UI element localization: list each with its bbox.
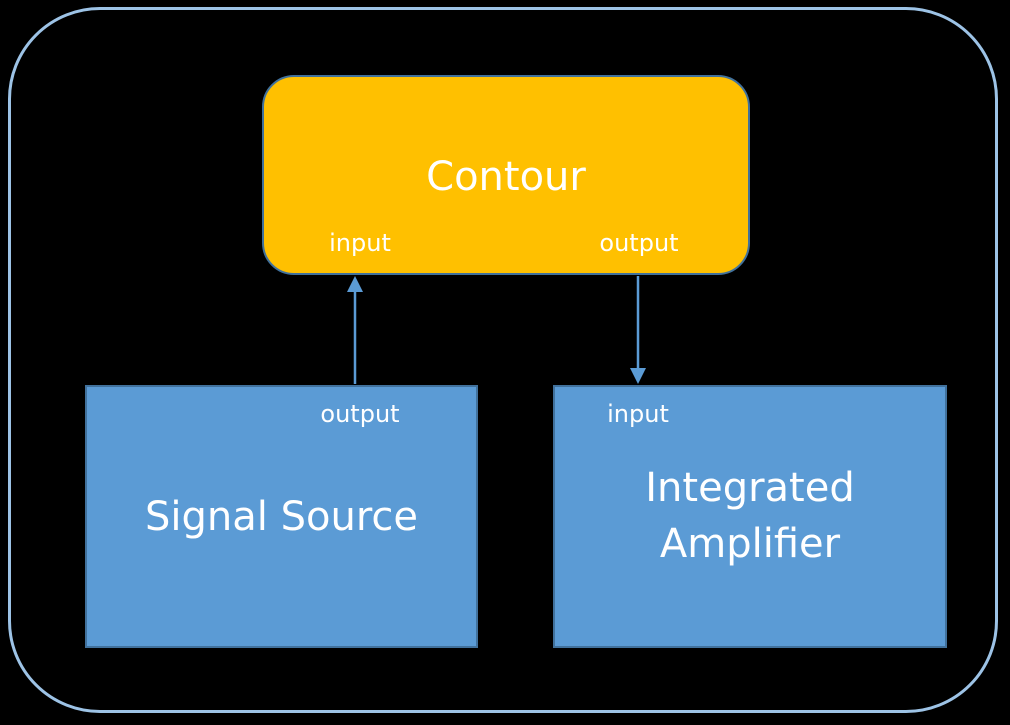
contour-to-amplifier-arrowhead <box>630 368 646 384</box>
integrated-amplifier-title: Integrated Amplifier <box>645 465 855 567</box>
signal-source-output-port: output <box>320 400 400 428</box>
contour-output-port: output <box>599 229 679 257</box>
contour-node[interactable]: Contour input output <box>262 75 750 275</box>
contour-title: Contour <box>426 154 586 200</box>
integrated-amplifier-input-port: input <box>607 400 669 428</box>
diagram-frame <box>8 7 998 713</box>
source-to-contour-arrowhead <box>347 276 363 292</box>
integrated-amplifier-node[interactable]: input Integrated Amplifier <box>553 385 947 648</box>
contour-input-port: input <box>329 229 391 257</box>
signal-source-title: Signal Source <box>145 494 418 540</box>
signal-source-node[interactable]: output Signal Source <box>85 385 478 648</box>
